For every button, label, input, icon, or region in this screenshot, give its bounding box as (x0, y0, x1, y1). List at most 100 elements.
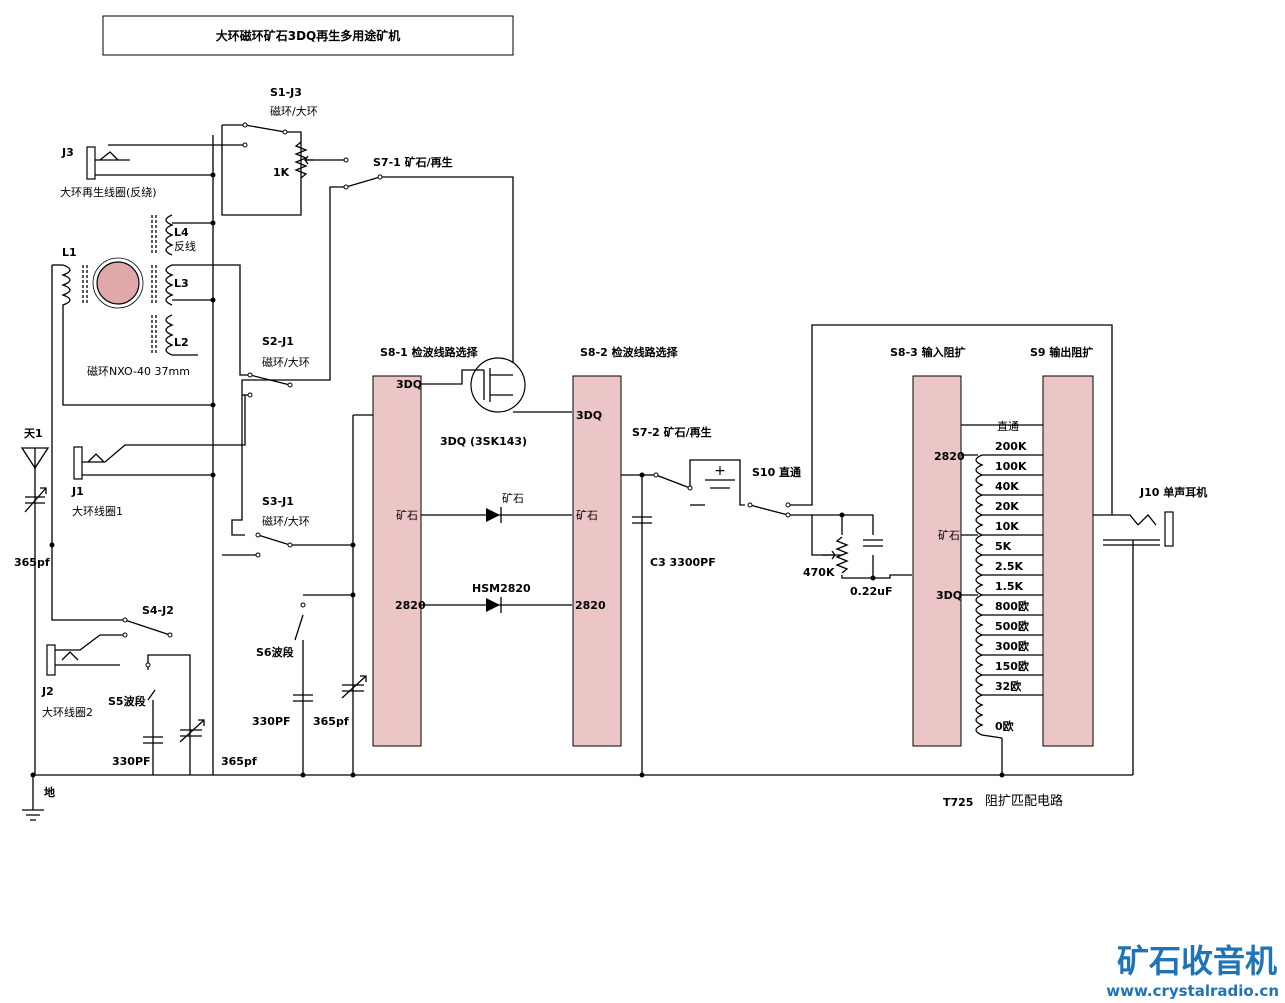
watermark-logo-text: 矿石收音机 (1117, 942, 1277, 980)
label-s8-1-pin-2820: 2820 (395, 599, 426, 612)
label-s8-1: S8-1 检波线路选择 (380, 345, 479, 359)
jack-j2-symbol (46, 644, 79, 676)
label-s8-3-pin-2820: 2820 (934, 450, 965, 463)
switch-contacts (122, 122, 791, 668)
s9-tap-list: 直通 200K 100K 40K 20K 10K 5K 2.5K 1.5K 80… (995, 419, 1029, 733)
s9-tap-label: 32欧 (995, 679, 1021, 693)
label-s8-2-pin-2820: 2820 (575, 599, 606, 612)
s9-tap-label: 200K (995, 440, 1027, 453)
label-1k: 1K (273, 166, 290, 179)
s9-tap-label: 100K (995, 460, 1027, 473)
s9-tap-label: 800欧 (995, 599, 1029, 613)
label-330pf-b: 330PF (252, 715, 291, 728)
label-t725-sub: 阻扩匹配电路 (985, 793, 1063, 809)
s9-tap-label: 300欧 (995, 639, 1029, 653)
label-s7-1: S7-1 矿石/再生 (373, 155, 453, 169)
capacitor-330pf-b (293, 694, 313, 702)
label-j2: J2 (41, 685, 54, 698)
label-j3: J3 (61, 146, 74, 159)
svg-text:+: + (714, 463, 726, 479)
transformer-winding (975, 454, 1003, 739)
label-s8-1-pin-crystal: 矿石 (396, 509, 418, 522)
capacitor-330pf-a (143, 736, 163, 744)
label-s4: S4-J2 (142, 604, 174, 617)
coil-l1-symbol (61, 264, 88, 310)
s8-2-switch-box[interactable] (572, 375, 622, 747)
label-mosfet: 3DQ (3SK143) (440, 435, 527, 448)
potentiometer-470k (822, 536, 849, 574)
jack-j3-symbol (86, 146, 119, 180)
label-c3: C3 3300PF (650, 556, 716, 569)
s8-3-switch-box[interactable] (912, 375, 962, 747)
variable-capacitor-antenna (24, 487, 47, 513)
potentiometer-1k (294, 141, 314, 179)
label-s2-sub: 磁环/大环 (262, 355, 310, 369)
label-s2: S2-J1 (262, 335, 294, 348)
label-s5: S5波段 (108, 694, 146, 708)
label-022uf: 0.22uF (850, 585, 893, 598)
label-s10: S10 直通 (752, 465, 801, 479)
label-j1-sub: 大环线圈1 (72, 504, 123, 518)
label-antenna: 天1 (24, 427, 43, 440)
coil-l2-symbol (151, 314, 174, 356)
label-diode-hsm: HSM2820 (472, 582, 531, 595)
jack-j10-symbol (1103, 511, 1174, 547)
s9-tap-label: 40K (995, 480, 1019, 493)
s9-tap-label: 150欧 (995, 659, 1029, 673)
label-s1: S1-J3 (270, 86, 302, 99)
s9-tap-label: 直通 (997, 419, 1019, 433)
label-s3: S3-J1 (262, 495, 294, 508)
label-365-a: 365pf (14, 556, 50, 569)
coil-l4-symbol (151, 214, 174, 256)
variable-capacitor-main (341, 675, 367, 699)
label-365-b: 365pf (221, 755, 257, 768)
s9-switch-box[interactable] (1042, 375, 1094, 747)
label-s3-sub: 磁环/大环 (262, 514, 310, 528)
label-j10: J10 单声耳机 (1139, 485, 1207, 499)
s9-tap-label: 1.5K (995, 580, 1023, 593)
label-s8-2-pin-crystal: 矿石 (576, 509, 598, 522)
mosfet-symbol (470, 357, 526, 413)
coil-l3-symbol (151, 264, 174, 306)
label-core: 磁环NXO-40 37mm (87, 365, 190, 378)
label-t725: T725 (943, 796, 973, 809)
label-s8-1-pin-3dq: 3DQ (396, 378, 422, 391)
label-l2: L2 (174, 336, 189, 349)
s8-1-switch-box[interactable] (372, 375, 422, 747)
ground-symbol (22, 809, 44, 821)
label-l1: L1 (62, 246, 77, 259)
diagram-title: 大环磁环矿石3DQ再生多用途矿机 (216, 28, 401, 43)
label-365-c: 365pf (313, 715, 349, 728)
jack-j1-symbol (73, 446, 105, 480)
s9-tap-label: 20K (995, 500, 1019, 513)
label-s9: S9 输出阻扩 (1030, 345, 1093, 359)
battery-symbol: + (705, 463, 735, 489)
s9-tap-label: 500欧 (995, 619, 1029, 633)
ferrite-core (92, 257, 144, 309)
label-s8-2: S8-2 检波线路选择 (580, 345, 679, 359)
label-s1-sub: 磁环/大环 (270, 104, 318, 118)
label-j2-sub: 大环线圈2 (42, 705, 93, 719)
junction-dots (30, 172, 1005, 778)
antenna-symbol (20, 447, 50, 470)
label-diode-crystal: 矿石 (502, 492, 524, 505)
s9-tap-wires (982, 454, 1043, 696)
label-l4: L4 (174, 226, 189, 239)
label-l3: L3 (174, 277, 189, 290)
capacitor-c3 (632, 516, 652, 524)
variable-capacitor-j2 (179, 719, 205, 743)
label-s6: S6波段 (256, 645, 294, 659)
capacitor-022uf (863, 539, 883, 547)
label-j1: J1 (71, 485, 84, 498)
label-ground: 地 (44, 785, 55, 799)
label-l4-sub: 反线 (174, 239, 196, 253)
s9-tap-label: 5K (995, 540, 1012, 553)
s9-tap-label: 10K (995, 520, 1019, 533)
diode-hsm2820-symbol (486, 597, 502, 613)
label-s8-2-pin-3dq: 3DQ (576, 409, 602, 422)
label-s8-3-pin-3dq: 3DQ (936, 589, 962, 602)
s9-tap-label: 2.5K (995, 560, 1023, 573)
label-s8-3: S8-3 输入阻扩 (890, 345, 966, 359)
title-box (102, 15, 514, 56)
